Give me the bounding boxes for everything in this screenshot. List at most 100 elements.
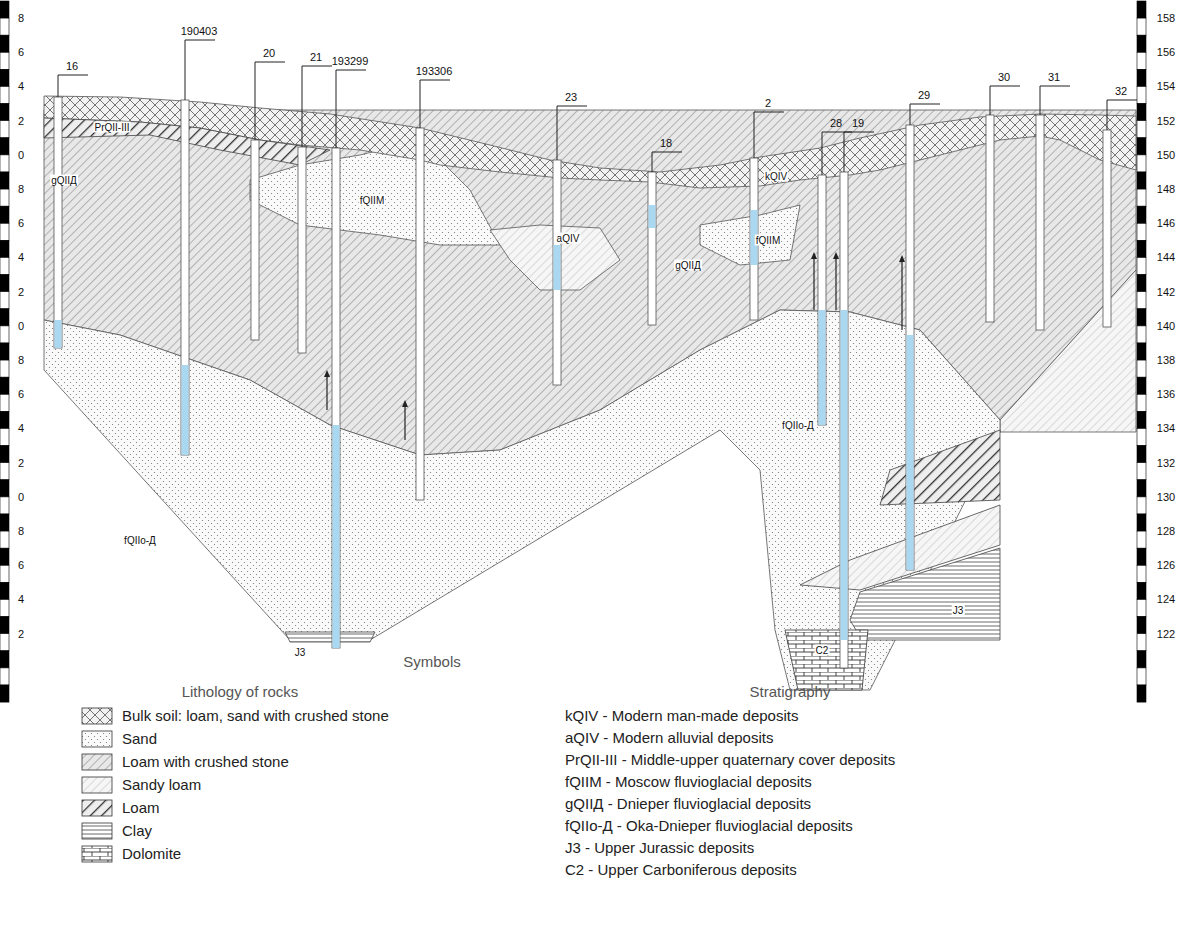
- legend-swatch: [82, 846, 112, 862]
- legend-text: Bulk soil: loam, sand with crushed stone: [122, 708, 389, 725]
- scale-bar: [0, 446, 9, 463]
- water-column: [333, 425, 340, 648]
- axis-tick-label: 2: [18, 286, 24, 298]
- scale-bar: [0, 360, 9, 377]
- legend-text: Dolomite: [122, 846, 181, 863]
- scale-bar: [0, 411, 9, 428]
- scale-bar: [0, 394, 9, 411]
- legend-swatch: [82, 823, 112, 839]
- scale-bar: [1137, 514, 1146, 531]
- borehole: [416, 128, 424, 500]
- scale-bar: [1137, 582, 1146, 599]
- axis-tick-label: 152: [1157, 115, 1175, 127]
- borehole-number: 23: [565, 91, 577, 103]
- legend-title: Symbols: [403, 654, 461, 671]
- legend-text: gQIIД - Dnieper fluvioglacial deposits: [565, 796, 811, 813]
- scale-bar: [1137, 275, 1146, 292]
- axis-tick-label: 8: [18, 525, 24, 537]
- borehole-number: 18: [660, 137, 672, 149]
- axis-tick-label: 2: [18, 628, 24, 640]
- scale-bar: [0, 223, 9, 240]
- water-column: [649, 205, 656, 228]
- scale-bar: [0, 565, 9, 582]
- borehole: [553, 160, 561, 385]
- borehole: [1103, 130, 1111, 327]
- borehole-number: 28: [830, 117, 842, 129]
- scale-bar: [0, 463, 9, 480]
- scale-bar: [1137, 172, 1146, 189]
- borehole: [332, 148, 340, 648]
- scale-bar: [0, 429, 9, 446]
- borehole-number: 31: [1048, 71, 1060, 83]
- water-arrow-head: [833, 252, 839, 259]
- borehole: [54, 97, 62, 348]
- scale-bar: [1137, 309, 1146, 326]
- water-column: [554, 245, 561, 290]
- water-arrow-head: [899, 255, 905, 262]
- scale-bar: [0, 189, 9, 206]
- borehole: [986, 115, 994, 322]
- scale-bar: [0, 651, 9, 668]
- borehole-flag: [844, 132, 874, 172]
- scale-bar: [0, 172, 9, 189]
- scale-bar: [1137, 600, 1146, 617]
- legend-text: aQIV - Modern alluvial deposits: [565, 730, 773, 747]
- axis-tick-label: 148: [1157, 183, 1175, 195]
- water-arrow: [835, 256, 836, 310]
- water-column: [55, 320, 62, 348]
- axis-tick-label: 0: [18, 320, 24, 332]
- scale-bar: [0, 69, 9, 86]
- borehole-number: 20: [263, 47, 275, 59]
- water-column: [841, 310, 848, 640]
- legend-text: Sandy loam: [122, 777, 201, 794]
- scale-bar: [0, 531, 9, 548]
- scale-bar: [0, 309, 9, 326]
- scale-bar: [0, 326, 9, 343]
- legend-text: C2 - Upper Carboniferous deposits: [565, 862, 797, 879]
- layer-index: J3: [294, 647, 307, 658]
- axis-tick-label: 6: [18, 388, 24, 400]
- borehole: [251, 140, 259, 340]
- water-arrow: [404, 404, 405, 440]
- borehole-flag: [990, 86, 1020, 115]
- layer-index: aQIV: [556, 233, 581, 244]
- layer-index: fQIIо-Д: [123, 535, 157, 546]
- borehole-flag: [302, 66, 332, 147]
- borehole-flag: [58, 75, 88, 97]
- axis-tick-label: 136: [1157, 388, 1175, 400]
- axis-tick-label: 128: [1157, 525, 1175, 537]
- borehole: [648, 172, 656, 325]
- legend-text: Loam with crushed stone: [122, 754, 289, 771]
- borehole-flag: [255, 62, 285, 140]
- scale-bar: [1137, 35, 1146, 52]
- borehole: [840, 172, 848, 668]
- borehole-number: 32: [1115, 85, 1127, 97]
- scale-bar: [1137, 223, 1146, 240]
- borehole-number: 2: [765, 97, 771, 109]
- borehole: [298, 147, 306, 353]
- axis-tick-label: 4: [18, 251, 24, 263]
- layer-index: PrQII-III: [94, 122, 131, 133]
- axis-tick-label: 8: [18, 183, 24, 195]
- borehole-number: 30: [998, 71, 1010, 83]
- axis-tick-label: 150: [1157, 149, 1175, 161]
- scale-bar: [0, 206, 9, 223]
- axis-tick-label: 158: [1157, 12, 1175, 24]
- axis-tick-label: 8: [18, 354, 24, 366]
- scale-bar: [1137, 446, 1146, 463]
- scale-bar: [0, 600, 9, 617]
- legend-swatch: [82, 800, 112, 816]
- axis-tick-label: 2: [18, 457, 24, 469]
- scale-bar: [1137, 548, 1146, 565]
- layer-index: fQIIМ: [755, 235, 781, 246]
- borehole-flag: [557, 106, 587, 160]
- water-arrow-head: [324, 370, 330, 377]
- borehole-number: 29: [918, 89, 930, 101]
- legend-text: kQIV - Modern man-made deposits: [565, 708, 798, 725]
- water-arrow: [326, 374, 327, 410]
- scale-bar: [1137, 377, 1146, 394]
- scale-bar: [1137, 258, 1146, 275]
- scale-bar: [1137, 292, 1146, 309]
- water-arrow-head: [811, 252, 817, 259]
- axis-tick-label: 0: [18, 149, 24, 161]
